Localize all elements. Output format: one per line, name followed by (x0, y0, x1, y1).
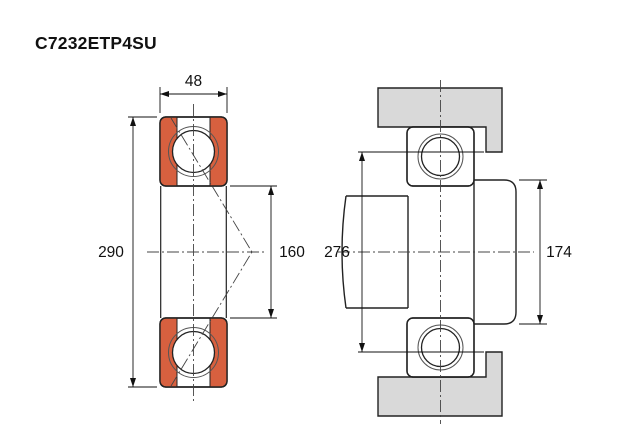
dimension-shaft-abutment: 174 (519, 179, 572, 325)
contact-angle-line (170, 251, 253, 387)
housing-block-bottom (377, 351, 503, 417)
cross-section-view: 48 290 160 (98, 73, 305, 401)
housing-block-top (377, 87, 503, 153)
contact-angle-line (170, 117, 253, 253)
dimension-housing-abutment-label: 276 (324, 244, 350, 261)
dimension-outside-diameter: 290 (98, 116, 157, 388)
dimension-housing-abutment: 276 (324, 151, 484, 353)
dimension-bore-label: 160 (279, 244, 305, 261)
dimension-width: 48 (159, 73, 228, 113)
dimension-width-label: 48 (185, 73, 202, 90)
mounting-view: 276 174 (324, 80, 572, 424)
dimension-shaft-abutment-label: 174 (546, 244, 572, 261)
dimension-od-label: 290 (98, 244, 124, 261)
part-number-title: C7232ETP4SU (35, 33, 157, 53)
bearing-section-bottom (159, 317, 228, 388)
cage-pocket (417, 133, 464, 180)
dimension-bore-diameter: 160 (230, 185, 305, 319)
